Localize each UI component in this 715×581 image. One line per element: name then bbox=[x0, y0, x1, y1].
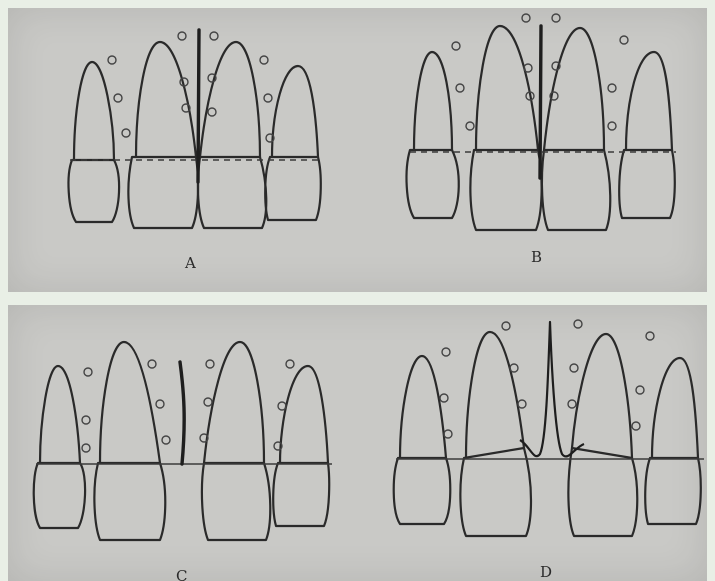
figure-c-dots bbox=[82, 360, 294, 452]
figure-d-label: D bbox=[540, 563, 552, 581]
figure-b-frenum bbox=[540, 26, 541, 178]
figure-a-teeth bbox=[69, 42, 321, 228]
figure-b: B bbox=[407, 14, 676, 266]
figure-c-label: C bbox=[176, 567, 187, 581]
figure-c: C bbox=[34, 342, 332, 581]
figure-a-frenum bbox=[198, 30, 199, 182]
figure-d: D bbox=[394, 320, 704, 581]
figure-d-teeth bbox=[394, 332, 701, 536]
figure-d-frenum bbox=[520, 322, 584, 456]
figure-a-label: A bbox=[184, 254, 196, 272]
figure-b-label: B bbox=[531, 248, 542, 266]
figure-a: A bbox=[69, 30, 321, 272]
figure-c-frenum bbox=[180, 362, 184, 464]
